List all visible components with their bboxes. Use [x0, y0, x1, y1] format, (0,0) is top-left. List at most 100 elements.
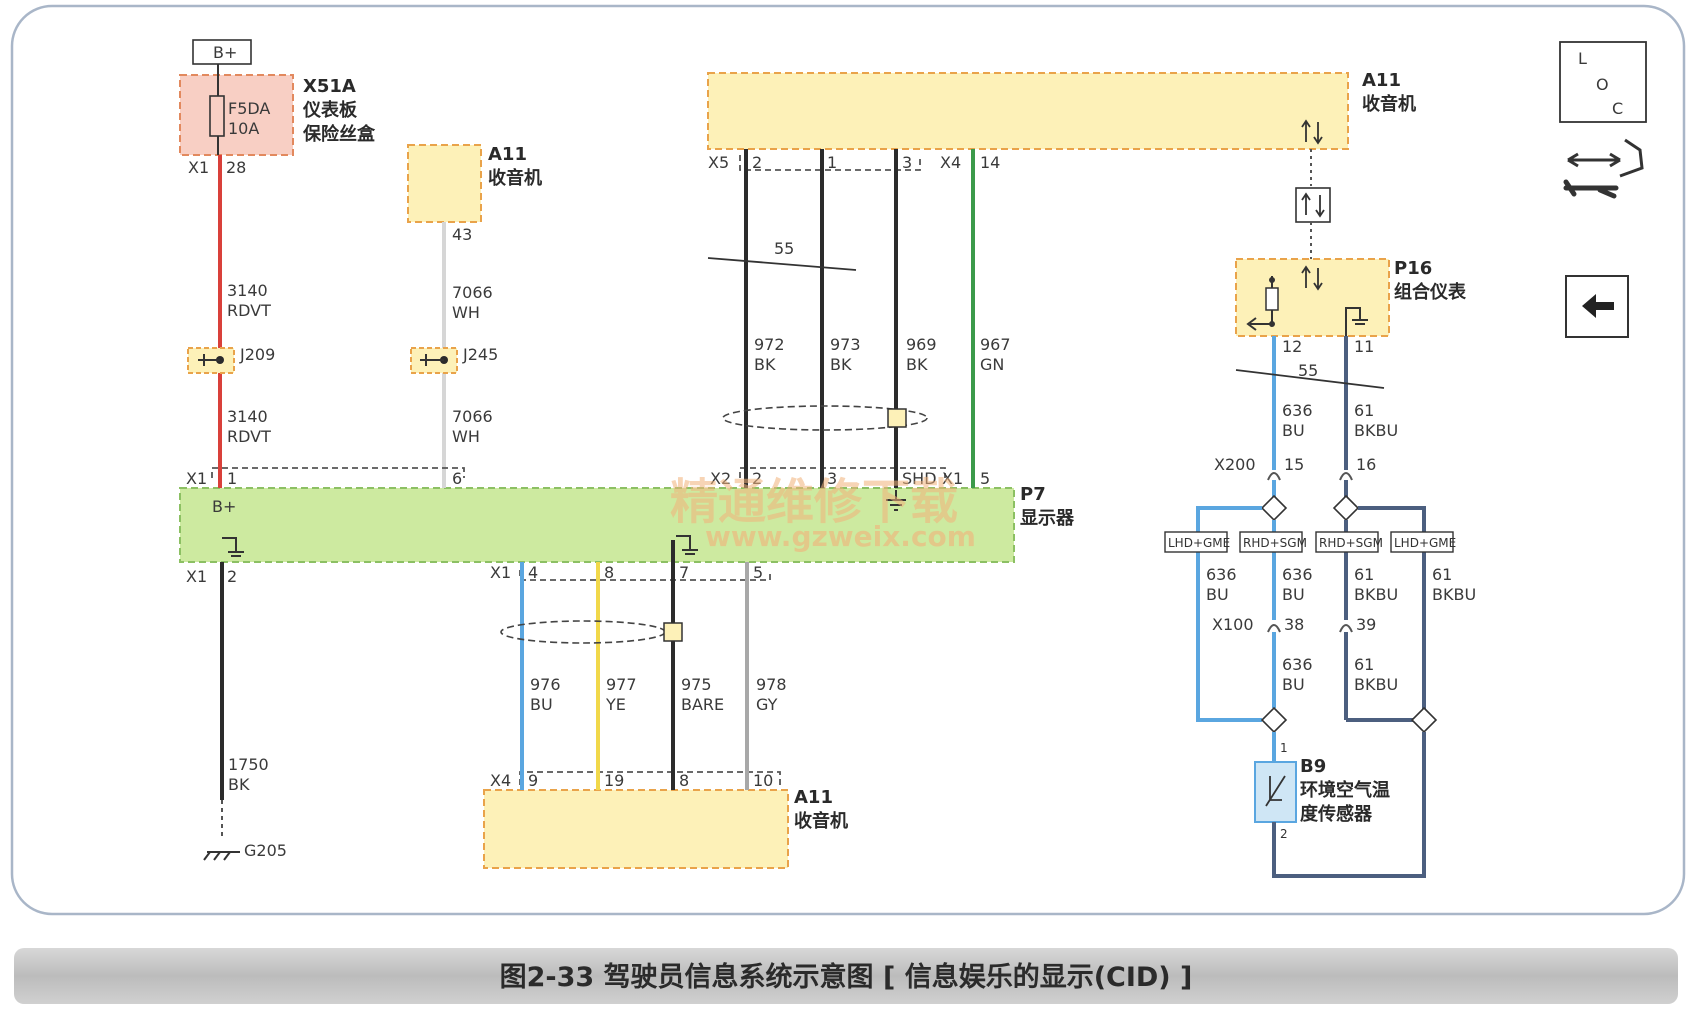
wire-label-3140-a-num: 3140: [227, 281, 268, 300]
pin-x4b-10: 10: [753, 771, 773, 790]
wire-label-976-color: BU: [530, 695, 553, 714]
x1-top-connector: [211, 467, 465, 478]
twist-left-label: 55: [774, 239, 794, 258]
b9-code: B9: [1300, 756, 1326, 777]
wire-label-976-num: 976: [530, 675, 561, 694]
wire-label-3140-b-color: RDVT: [227, 427, 271, 446]
thermistor-symbol: [1265, 775, 1286, 807]
p7-bplus-label: B+: [212, 497, 236, 516]
option-tag-4: [1390, 531, 1454, 553]
pin-x1-1-conn: X1: [186, 469, 207, 488]
x2-connector: [739, 467, 946, 478]
wire-636-lhd-loop: [1196, 506, 1262, 722]
pin-x1-28-conn: X1: [188, 158, 209, 177]
wrench-icon[interactable]: [1563, 179, 1619, 199]
a11-top-name: 收音机: [1362, 93, 1416, 115]
wire-label-972-color: BK: [754, 355, 776, 374]
pin-x1b-7: 7: [679, 563, 689, 582]
wire-label-973-color: BK: [830, 355, 852, 374]
pin-6: 6: [452, 469, 462, 488]
pin-x1b-8: 8: [604, 563, 614, 582]
wire-label-61-a-color: BKBU: [1354, 421, 1398, 440]
a11-small-name: 收音机: [488, 167, 542, 189]
wire-label-61-low-num: 61: [1354, 655, 1374, 674]
pin-x4b-9: 9: [528, 771, 538, 790]
a11-top-box: [707, 72, 1349, 150]
figure-caption: 图2-33 驾驶员信息系统示意图 [ 信息娱乐的显示(CID) ]: [500, 961, 1193, 993]
x4-bottom-connector: [519, 771, 781, 785]
pin-1: 1: [227, 469, 237, 488]
wire-label-7066-a-color: WH: [452, 303, 480, 322]
pin-x100-39: 39: [1356, 615, 1376, 634]
wire-label-975-color: BARE: [681, 695, 724, 714]
watermark-line2: www.gzweix.com: [705, 520, 976, 553]
fuse-label-2: 10A: [228, 119, 259, 138]
x5-connector: [739, 155, 921, 171]
x51a-code: X51A: [303, 76, 356, 97]
a11-bottom-code: A11: [794, 787, 833, 808]
back-arrow-icon[interactable]: [1582, 294, 1614, 318]
splice-j209-tick: [198, 354, 220, 366]
p16-resistor: [1265, 287, 1279, 311]
p7-name: 显示器: [1020, 508, 1075, 529]
wire-label-61-lhd-num: 61: [1432, 565, 1452, 584]
pin-2: 2: [227, 567, 237, 586]
loc-letter-l: L: [1578, 49, 1587, 68]
wire-label-3140-a-color: RDVT: [227, 301, 271, 320]
p7-ground-1: [222, 537, 244, 557]
x200-pin-15: [1267, 472, 1281, 481]
bplus-top-label: B+: [213, 43, 237, 62]
pin-x1b-5: 5: [753, 563, 763, 582]
loc-letter-o: O: [1596, 75, 1609, 94]
pin-x2-conn: X2: [710, 469, 731, 488]
wire-label-7066-a-num: 7066: [452, 283, 493, 302]
p7-ground-2: [676, 535, 698, 555]
wire-label-973-num: 973: [830, 335, 861, 354]
removal-procedure-icon[interactable]: [1567, 138, 1644, 178]
pin-b9-1: 1: [1280, 741, 1288, 755]
wire-label-636-a-color: BU: [1282, 421, 1305, 440]
wire-label-636-a-num: 636: [1282, 401, 1313, 420]
p16-name: 组合仪表: [1394, 281, 1467, 303]
pin-x1-5: 5: [980, 469, 990, 488]
a11-data-arrows-icon: [1301, 119, 1323, 145]
option-tag-1: [1164, 531, 1228, 553]
splice-j245-tick: [420, 354, 444, 366]
pin-shd: SHD: [902, 469, 937, 488]
shield-top: [722, 405, 928, 431]
option-label-4: LHD+GME: [1394, 536, 1456, 550]
wire-label-7066-b-num: 7066: [452, 407, 493, 426]
pin-x4b-conn: X4: [490, 771, 511, 790]
option-label-3: RHD+SGM: [1319, 536, 1383, 550]
option-tag-2: [1239, 531, 1303, 553]
pin-28: 28: [226, 158, 246, 177]
wire-label-977-num: 977: [606, 675, 637, 694]
p16-dot-1: [1269, 277, 1275, 283]
x51a-name1: 仪表板: [302, 99, 358, 121]
pin-x4-top-conn: X4: [940, 153, 961, 172]
shield-ground-top: [886, 490, 906, 511]
wire-label-969-num: 969: [906, 335, 937, 354]
fuse-symbol: [209, 95, 225, 137]
wire-label-636-rhd-num: 636: [1282, 565, 1313, 584]
pin-x4-14: 14: [980, 153, 1000, 172]
pin-p16-11: 11: [1354, 337, 1374, 356]
pin-x5-2: 2: [752, 153, 762, 172]
pin-x200-conn: X200: [1214, 455, 1256, 474]
a11-bottom-box: [483, 789, 789, 869]
loc-icon-box[interactable]: [1559, 41, 1647, 123]
pin-x5-3: 3: [902, 153, 912, 172]
wire-label-636-low-color: BU: [1282, 675, 1305, 694]
ground-symbol: [203, 851, 240, 861]
wire-label-1750-num: 1750: [228, 755, 269, 774]
wire-label-967-color: GN: [980, 355, 1004, 374]
diagram-frame: [10, 4, 1686, 916]
b9-name2: 度传感器: [1300, 803, 1373, 825]
x100-pin-38: [1267, 624, 1281, 633]
wire-label-967-num: 967: [980, 335, 1011, 354]
wire-label-7066-b-color: WH: [452, 427, 480, 446]
wire-label-61-a-num: 61: [1354, 401, 1374, 420]
ground-label: G205: [244, 841, 287, 860]
